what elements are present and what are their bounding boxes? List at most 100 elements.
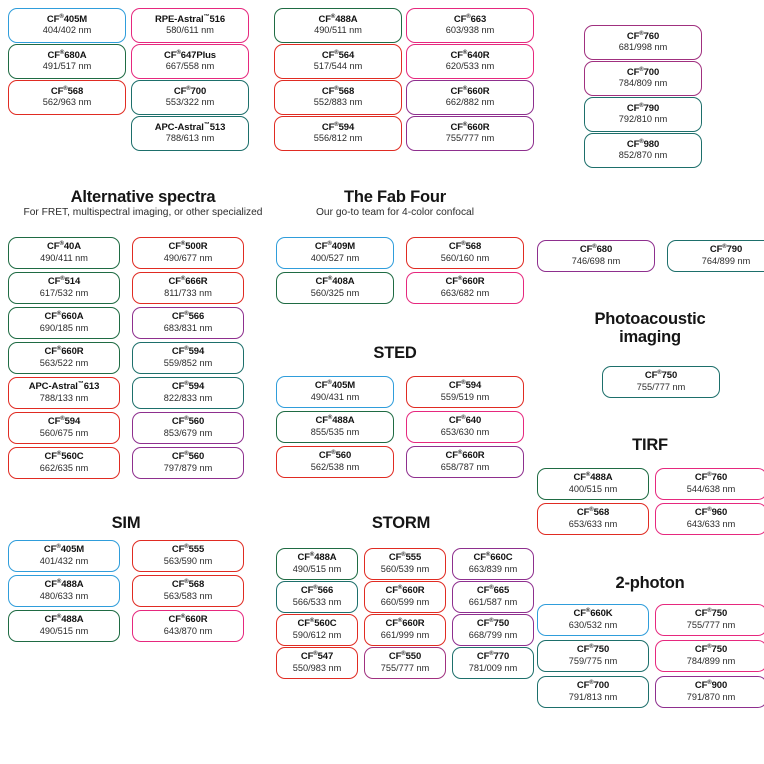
dye-name: CF®790 [709,244,743,256]
trademark-symbol: ® [313,585,318,592]
dye-spectra: 662/882 nm [445,97,495,108]
trademark-symbol: ™ [203,13,210,20]
trademark-symbol: ® [331,450,336,457]
trademark-symbol: ® [401,651,406,658]
dye-name: CF®560C [297,618,337,630]
trademark-symbol: ® [313,651,318,658]
trademark-symbol: ® [707,472,712,479]
dye-name: CF®760 [694,472,728,484]
dye-spectra: 660/599 nm [380,596,430,607]
dye-name: CF®660R [445,450,485,462]
trademark-symbol: ® [397,585,403,592]
dye-name: CF®900 [694,680,728,692]
dye-spectra: 784/899 nm [686,655,736,666]
dye-name: CF®680A [47,49,87,61]
dye-spectra: 400/515 nm [568,483,618,494]
dye-name: CF®568 [576,507,610,519]
dye-name: CF®514 [47,276,81,288]
dye-name: CF®660R [450,85,490,97]
dye-name: CF®560 [171,416,205,428]
trademark-symbol: ® [639,66,644,73]
dye-spectra: 667/558 nm [165,61,215,72]
dye-spectra: 759/775 nm [568,655,618,666]
dye-name: CF®663 [453,13,487,25]
dye-spectra: 681/998 nm [618,42,668,53]
